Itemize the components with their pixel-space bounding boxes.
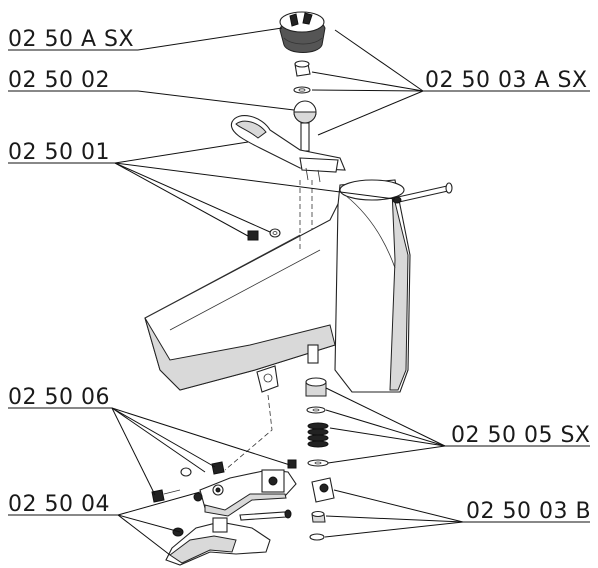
main-housing: [144, 179, 411, 393]
spring: [307, 422, 329, 448]
label-02-50-05-sx: 02 50 05 SX: [451, 423, 591, 448]
lower-bracket: [199, 469, 297, 517]
label-02-50-04: 02 50 04: [8, 492, 110, 517]
label-02-50-03-a-sx: 02 50 03 A SX: [425, 68, 588, 93]
leader-lines: [8, 27, 590, 556]
top-nut-washer: [293, 60, 311, 94]
label-02-50-02: 02 50 02: [8, 68, 110, 93]
label-02-50-01: 02 50 01: [8, 140, 110, 165]
upper-lever: [230, 115, 346, 183]
upper-left-fasteners: [247, 228, 281, 241]
upper-long-bolt: [392, 182, 453, 204]
label-02-50-a-sx: 02 50 A SX: [8, 27, 134, 52]
label-02-50-03-b: 02 50 03 B: [466, 499, 591, 524]
lower-right-stack: [305, 377, 335, 541]
label-02-50-06: 02 50 06: [8, 385, 110, 410]
lower-pedal: [165, 517, 271, 566]
ball-joint: [293, 100, 317, 152]
top-knob: [279, 11, 326, 53]
part-labels: 02 50 A SX 02 50 02 02 50 03 A SX 02 50 …: [8, 27, 591, 524]
lower-left-fasteners: [151, 459, 297, 537]
